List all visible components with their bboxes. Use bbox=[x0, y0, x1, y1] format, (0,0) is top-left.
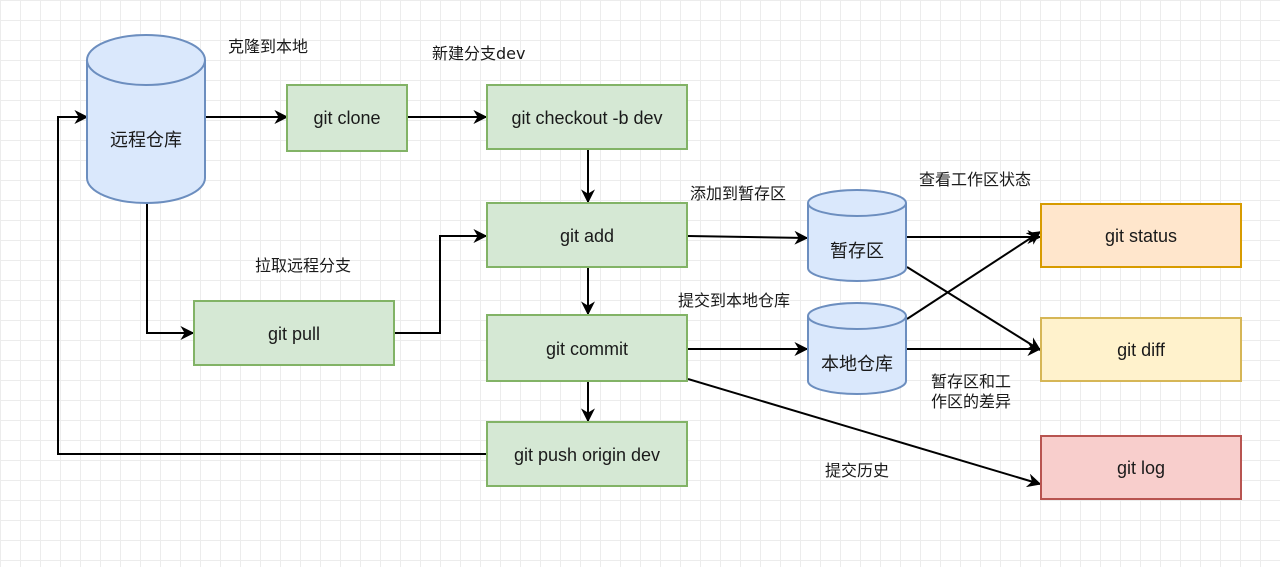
repo-local-label: 本地仓库 bbox=[821, 354, 893, 374]
edge-labels: 克隆到本地 新建分支dev 添加到暂存区 查看工作区状态 拉取远程分支 提交到本… bbox=[228, 37, 1031, 480]
label-pull-remote: 拉取远程分支 bbox=[255, 256, 351, 275]
node-git-checkout[interactable]: git checkout -b dev bbox=[486, 84, 688, 150]
repo-staging[interactable]: 暂存区 bbox=[807, 189, 907, 282]
node-git-diff[interactable]: git diff bbox=[1040, 317, 1242, 382]
label-new-branch: 新建分支dev bbox=[432, 44, 525, 63]
edge-pull-to-add bbox=[394, 229, 488, 334]
label-history: 提交历史 bbox=[825, 461, 889, 480]
repo-local-top bbox=[807, 302, 907, 330]
repo-remote[interactable]: 远程仓库 bbox=[86, 34, 206, 204]
edge-staging-to-diff bbox=[906, 266, 1042, 351]
repo-remote-label: 远程仓库 bbox=[110, 130, 182, 150]
repo-staging-top bbox=[807, 189, 907, 217]
node-git-push[interactable]: git push origin dev bbox=[486, 421, 688, 487]
node-git-add-label: git add bbox=[560, 226, 614, 246]
node-git-status-label: git status bbox=[1105, 226, 1177, 246]
edge-remote-to-pull bbox=[146, 203, 195, 340]
label-clone: 克隆到本地 bbox=[228, 37, 308, 56]
node-git-log[interactable]: git log bbox=[1040, 435, 1242, 500]
edges bbox=[57, 110, 1042, 488]
node-git-commit[interactable]: git commit bbox=[486, 314, 688, 382]
label-view-status: 查看工作区状态 bbox=[919, 170, 1031, 189]
repo-local[interactable]: 本地仓库 bbox=[807, 302, 907, 395]
repo-remote-body bbox=[86, 60, 206, 204]
repo-local-body bbox=[807, 316, 907, 395]
edge-local-to-status bbox=[906, 231, 1042, 320]
label-diff-line1: 暂存区和工 bbox=[931, 372, 1011, 391]
node-git-push-label: git push origin dev bbox=[514, 445, 660, 465]
label-diff-line2: 作区的差异 bbox=[931, 392, 1011, 411]
label-add-to-stage: 添加到暂存区 bbox=[690, 184, 786, 203]
label-commit-local: 提交到本地仓库 bbox=[678, 291, 790, 310]
repo-remote-top bbox=[86, 34, 206, 86]
node-git-checkout-label: git checkout -b dev bbox=[511, 108, 662, 128]
edge-add-to-staging bbox=[687, 230, 809, 245]
node-git-pull[interactable]: git pull bbox=[193, 300, 395, 366]
edge-push-to-remote bbox=[57, 110, 486, 455]
node-git-commit-label: git commit bbox=[546, 339, 628, 359]
repo-staging-body bbox=[807, 203, 907, 282]
repo-staging-label: 暂存区 bbox=[830, 241, 884, 261]
node-git-add[interactable]: git add bbox=[486, 202, 688, 268]
node-git-status[interactable]: git status bbox=[1040, 203, 1242, 268]
edge-commit-to-log bbox=[687, 378, 1042, 488]
node-git-pull-label: git pull bbox=[268, 324, 320, 344]
node-git-clone[interactable]: git clone bbox=[286, 84, 408, 152]
node-git-log-label: git log bbox=[1117, 458, 1165, 478]
node-git-diff-label: git diff bbox=[1117, 340, 1166, 360]
node-git-clone-label: git clone bbox=[313, 108, 380, 128]
